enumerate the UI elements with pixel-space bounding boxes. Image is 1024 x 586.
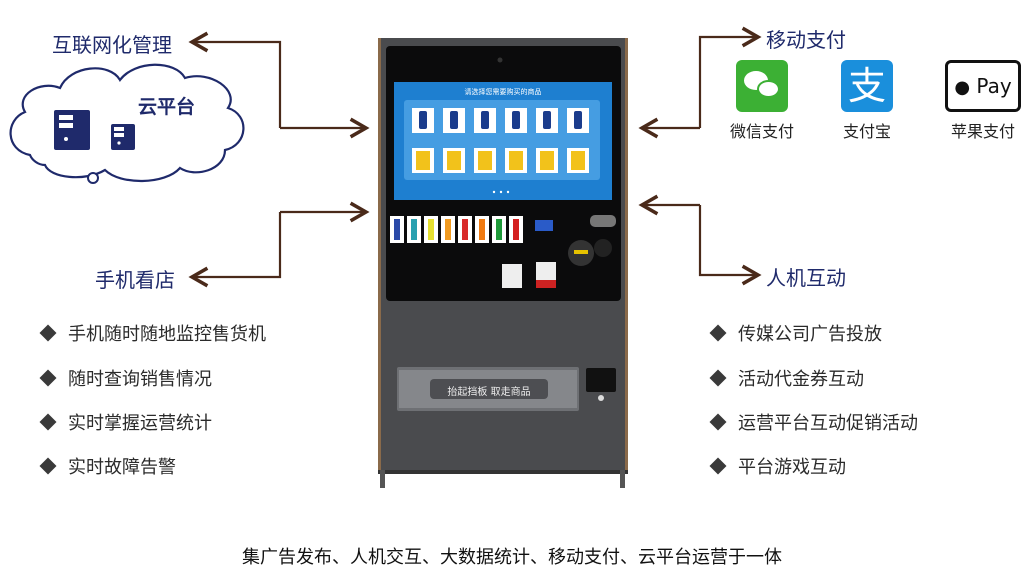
apple-pay-logo-text: Pay — [976, 74, 1012, 98]
left-feature-list: 手机随时随地监控售货机 随时查询销售情况 实时掌握运营统计 实时故障告警 — [39, 322, 266, 478]
list-item: 实时故障告警 — [39, 455, 266, 478]
diamond-bullet-icon — [39, 457, 57, 475]
wechat-pay-label: 微信支付 — [729, 122, 794, 141]
list-item: 随时查询销售情况 — [39, 367, 266, 390]
list-item-text: 实时故障告警 — [68, 457, 176, 478]
list-item-text: 手机随时随地监控售货机 — [68, 324, 266, 345]
screen-product-grid — [412, 108, 589, 194]
list-item-text: 随时查询销售情况 — [68, 369, 212, 390]
list-item-text: 平台游戏互动 — [738, 457, 846, 478]
list-item-text: 运营平台互动促销活动 — [738, 413, 918, 434]
apple-pay-icon: ● Pay — [945, 60, 1021, 112]
list-item: 实时掌握运营统计 — [39, 411, 266, 434]
diamond-bullet-icon — [39, 369, 57, 387]
list-item-text: 实时掌握运营统计 — [68, 413, 212, 434]
list-item: 平台游戏互动 — [709, 455, 918, 478]
mobile-payment-heading: 移动支付 — [766, 28, 846, 52]
right-feature-list: 传媒公司广告投放 活动代金券互动 运营平台互动促销活动 平台游戏互动 — [709, 322, 918, 478]
diamond-bullet-icon — [709, 324, 727, 342]
apple-pay: ● Pay 苹果支付 — [942, 60, 1024, 142]
list-item: 活动代金券互动 — [709, 367, 918, 390]
list-item-text: 传媒公司广告投放 — [738, 324, 882, 345]
list-item: 运营平台互动促销活动 — [709, 411, 918, 434]
diamond-bullet-icon — [709, 413, 727, 431]
alipay: 支 支付宝 — [827, 60, 907, 142]
footer-summary: 集广告发布、人机交互、大数据统计、移动支付、云平台运营于一体 — [242, 547, 782, 568]
list-item: 手机随时随地监控售货机 — [39, 322, 266, 345]
pickup-label: 抬起挡板 取走商品 — [447, 387, 531, 398]
diamond-bullet-icon — [709, 457, 727, 475]
cloud-icon — [9, 63, 245, 184]
drink-display — [390, 216, 523, 243]
diamond-bullet-icon — [39, 324, 57, 342]
diamond-bullet-icon — [709, 369, 727, 387]
screen-title: 请选择您需要购买的商品 — [464, 88, 542, 96]
interaction-heading: 人机互动 — [766, 266, 846, 290]
list-item-text: 活动代金券互动 — [738, 369, 864, 390]
mobile-store-heading: 手机看店 — [95, 268, 175, 292]
internet-management-heading: 互联网化管理 — [52, 33, 172, 57]
list-item: 传媒公司广告投放 — [709, 322, 918, 345]
cloud-platform-label: 云平台 — [138, 96, 196, 118]
diamond-bullet-icon — [39, 413, 57, 431]
wechat-pay-icon — [736, 60, 788, 112]
alipay-label: 支付宝 — [842, 122, 891, 141]
vending-machine-illustration — [378, 38, 628, 488]
alipay-icon: 支 — [841, 60, 893, 112]
wechat-pay: 微信支付 — [722, 60, 802, 142]
server-icon — [54, 110, 135, 150]
apple-pay-label: 苹果支付 — [950, 122, 1015, 141]
